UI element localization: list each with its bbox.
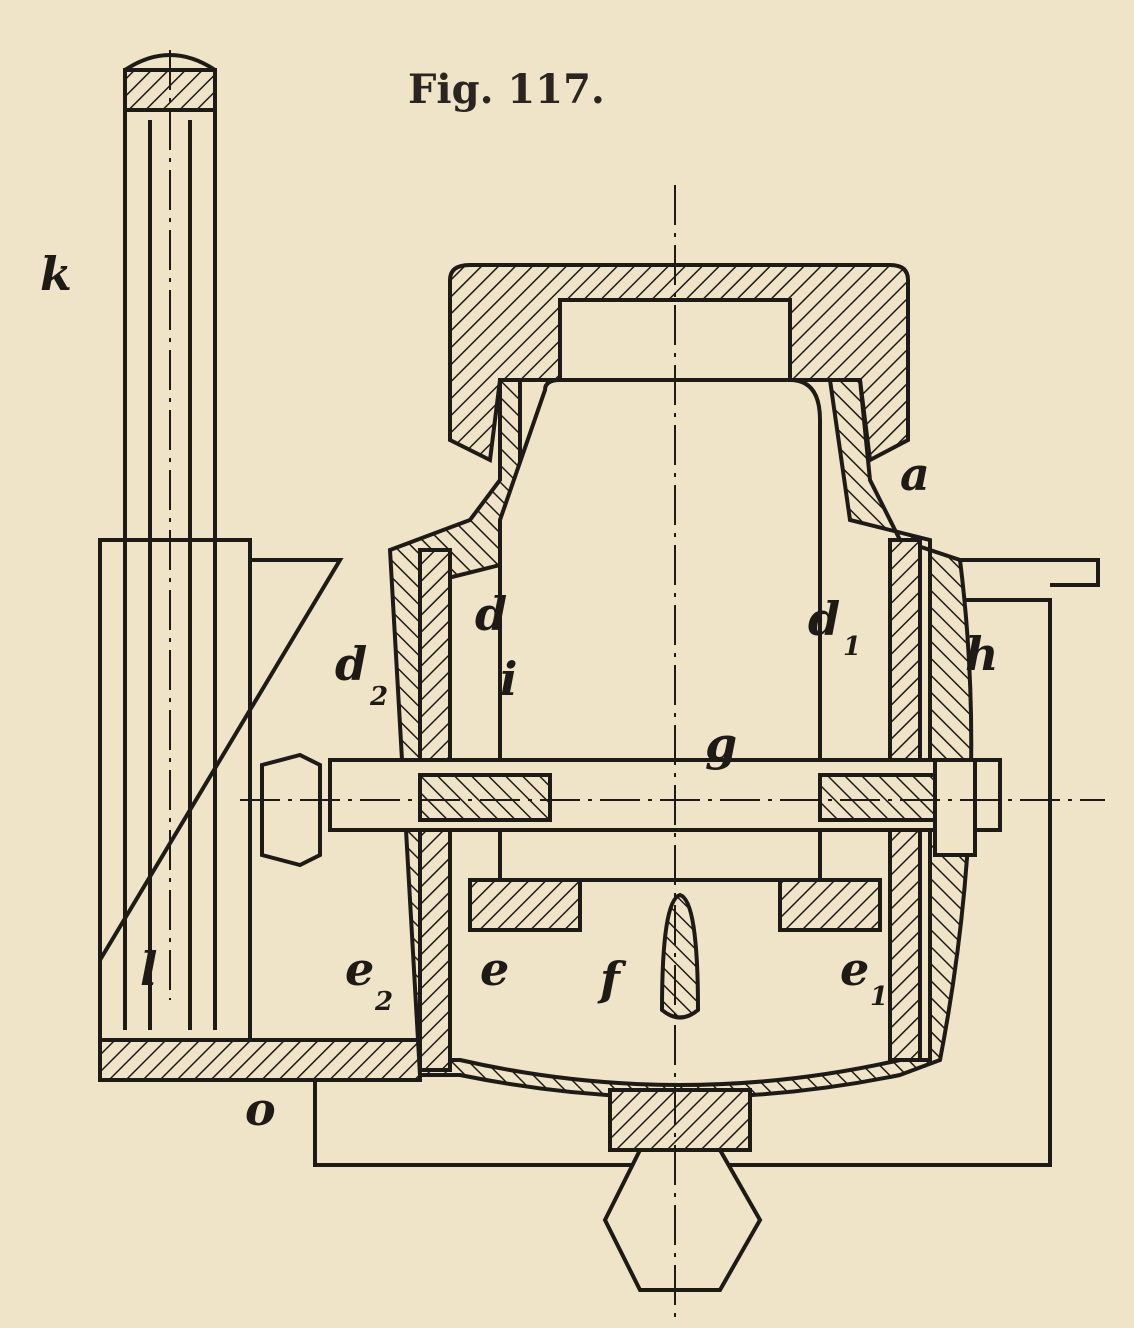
- label-e2: e: [345, 942, 374, 996]
- label-e2-subscript: 2: [374, 987, 393, 1017]
- label-e1-subscript: 1: [870, 982, 888, 1012]
- float-chamber-l: [98, 538, 252, 1042]
- label-i: i: [500, 652, 517, 706]
- label-l: l: [140, 942, 157, 996]
- connecting-channel-o: [98, 1038, 422, 1082]
- part-labels: k a d d 2 i d 1 h g l e 2 e f e 1 o: [40, 247, 998, 1136]
- label-e1: e: [840, 942, 869, 996]
- label-g: g: [705, 717, 737, 771]
- label-f: f: [597, 952, 627, 1006]
- nut-right: [933, 758, 977, 857]
- nut-left: [260, 752, 322, 868]
- figure-title: Fig. 117.: [408, 66, 605, 113]
- nozzle-f: [659, 892, 701, 1020]
- bottom-plug: [608, 1088, 752, 1152]
- label-d1: d: [808, 592, 840, 646]
- label-d1-subscript: 1: [843, 632, 861, 662]
- label-k: k: [40, 247, 72, 301]
- cap-nut: [448, 263, 910, 464]
- chamber-outline: [98, 558, 344, 962]
- label-d2-subscript: 2: [369, 682, 388, 712]
- label-d2: d: [335, 637, 367, 691]
- bottom-nut: [602, 1148, 763, 1292]
- label-d: d: [475, 587, 507, 641]
- label-a: a: [900, 447, 930, 501]
- label-o: o: [245, 1082, 276, 1136]
- label-e: e: [480, 942, 509, 996]
- label-h: h: [965, 627, 998, 681]
